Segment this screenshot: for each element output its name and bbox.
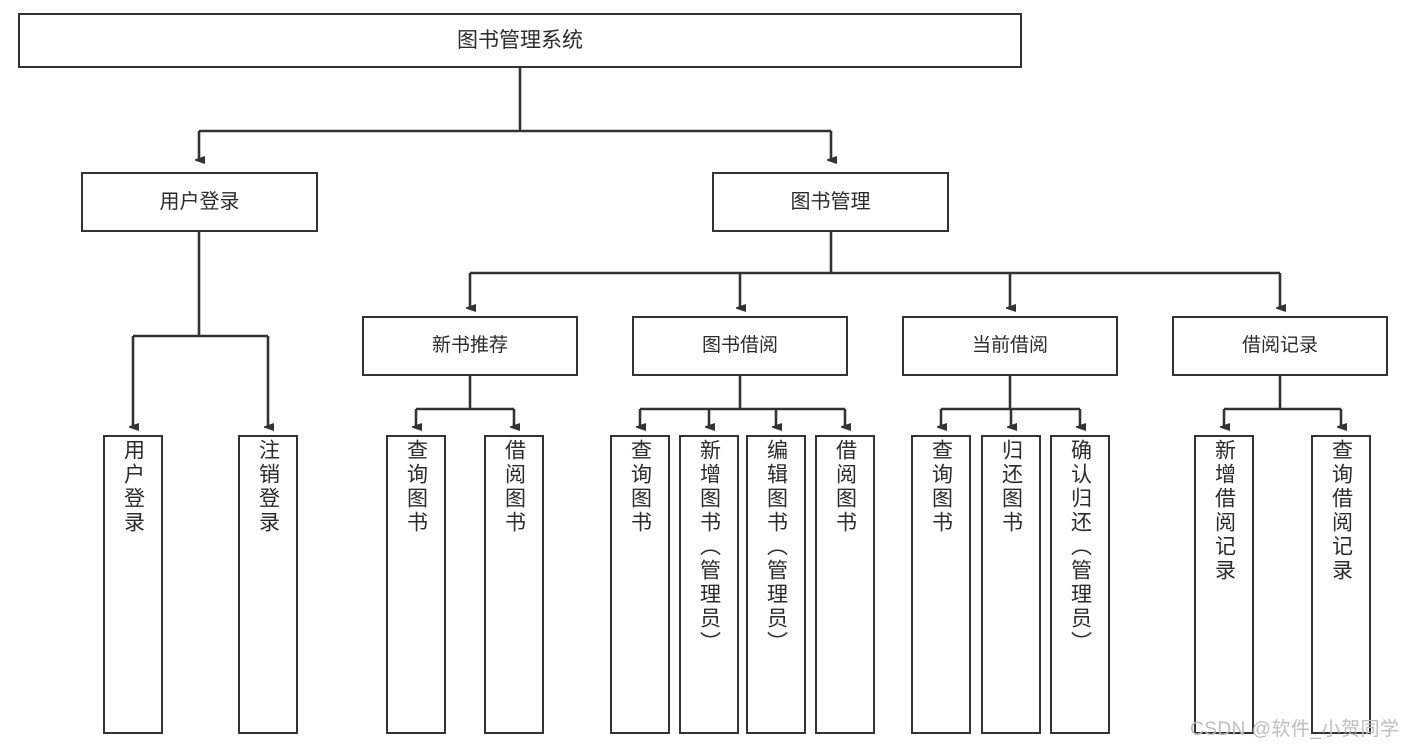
node-new-book-recommend[interactable]: 新书推荐: [362, 316, 578, 376]
node-leaf-borrow-book-label: 借阅图书: [833, 439, 857, 535]
node-leaf-return-book[interactable]: 归还图书: [981, 435, 1041, 734]
node-user-login[interactable]: 用户登录: [81, 172, 318, 232]
node-leaf-query-book-current[interactable]: 查询图书: [911, 435, 971, 734]
node-leaf-logout[interactable]: 注销登录: [238, 435, 298, 734]
node-leaf-query-borrow-record-label: 查询借阅记录: [1329, 439, 1353, 583]
node-root-system-label: 图书管理系统: [457, 28, 583, 52]
node-current-borrow[interactable]: 当前借阅: [902, 316, 1118, 376]
node-user-login-label: 用户登录: [159, 191, 240, 213]
node-leaf-add-book-admin[interactable]: 新增图书（管理员）: [679, 435, 739, 734]
node-leaf-return-book-label: 归还图书: [999, 439, 1023, 535]
node-leaf-add-borrow-record[interactable]: 新增借阅记录: [1194, 435, 1254, 734]
csdn-watermark: CSDN @软件_小贺同学: [1190, 719, 1400, 740]
node-leaf-query-book-recommend-label: 查询图书: [404, 439, 428, 535]
node-leaf-query-book-borrow-label: 查询图书: [628, 439, 652, 535]
node-leaf-user-login[interactable]: 用户登录: [103, 435, 163, 734]
node-leaf-query-book-borrow[interactable]: 查询图书: [610, 435, 670, 734]
node-leaf-borrow-book-recommend-label: 借阅图书: [502, 439, 526, 535]
node-leaf-add-book-admin-label: 新增图书（管理员）: [697, 439, 721, 655]
node-borrow-record-label: 借阅记录: [1241, 334, 1318, 356]
node-leaf-query-borrow-record[interactable]: 查询借阅记录: [1311, 435, 1371, 734]
node-leaf-borrow-book-recommend[interactable]: 借阅图书: [484, 435, 544, 734]
node-leaf-add-borrow-record-label: 新增借阅记录: [1212, 439, 1236, 583]
node-leaf-edit-book-admin-label: 编辑图书（管理员）: [764, 439, 788, 655]
node-leaf-borrow-book[interactable]: 借阅图书: [815, 435, 875, 734]
node-borrow-record[interactable]: 借阅记录: [1172, 316, 1388, 376]
node-book-borrow[interactable]: 图书借阅: [632, 316, 848, 376]
node-leaf-confirm-return-admin-label: 确认归还（管理员）: [1068, 439, 1092, 655]
node-leaf-edit-book-admin[interactable]: 编辑图书（管理员）: [746, 435, 806, 734]
node-current-borrow-label: 当前借阅: [971, 334, 1048, 356]
node-leaf-query-book-recommend[interactable]: 查询图书: [386, 435, 446, 734]
node-new-book-recommend-label: 新书推荐: [431, 334, 508, 356]
node-leaf-confirm-return-admin[interactable]: 确认归还（管理员）: [1050, 435, 1110, 734]
node-root-system[interactable]: 图书管理系统: [18, 13, 1022, 68]
node-book-management-label: 图书管理: [790, 191, 871, 213]
node-book-management[interactable]: 图书管理: [712, 172, 949, 232]
node-book-borrow-label: 图书借阅: [701, 334, 778, 356]
node-leaf-logout-label: 注销登录: [256, 439, 280, 535]
node-leaf-query-book-current-label: 查询图书: [929, 439, 953, 535]
node-leaf-user-login-label: 用户登录: [121, 439, 145, 535]
